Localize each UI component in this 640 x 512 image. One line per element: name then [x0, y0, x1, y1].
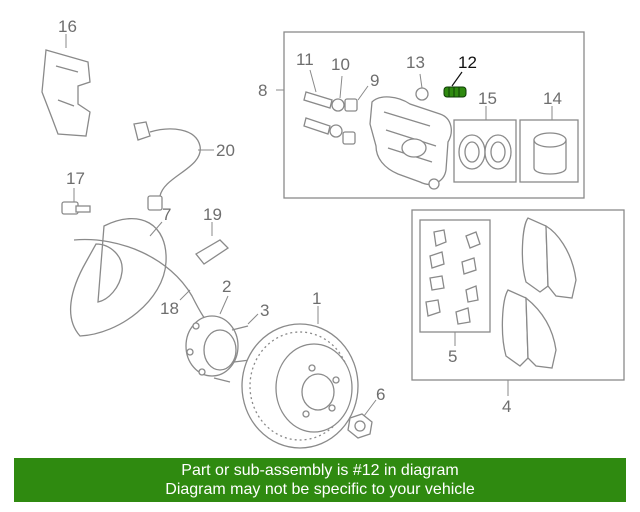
abs-sensor-20[interactable] [133, 121, 201, 211]
label-12[interactable]: 12 [458, 53, 477, 72]
hose-bracket-19[interactable] [195, 239, 230, 265]
hub-nut-6[interactable] [347, 413, 373, 439]
bleeder-screw-12[interactable] [443, 86, 467, 98]
label-17[interactable]: 17 [66, 169, 85, 188]
bolt-17[interactable] [61, 201, 91, 215]
label-13[interactable]: 13 [406, 53, 425, 72]
label-19[interactable]: 19 [203, 205, 222, 224]
label-9[interactable]: 9 [370, 71, 379, 90]
label-16[interactable]: 16 [58, 17, 77, 36]
brake-rotor-1[interactable] [241, 323, 359, 449]
banner-line-1: Part or sub-assembly is #12 in diagram [181, 462, 459, 479]
label-2[interactable]: 2 [222, 277, 231, 296]
label-6[interactable]: 6 [376, 385, 385, 404]
label-20[interactable]: 20 [216, 141, 235, 160]
dust-cap-13[interactable] [415, 87, 429, 101]
wheel-hub-2[interactable] [185, 315, 239, 377]
label-5[interactable]: 5 [448, 347, 457, 366]
label-15[interactable]: 15 [478, 89, 497, 108]
brake-pads-4[interactable] [501, 217, 577, 369]
label-18[interactable]: 18 [160, 299, 179, 318]
piston-14[interactable] [533, 132, 567, 175]
caliper-body[interactable] [369, 96, 452, 190]
piston-seals-15[interactable] [458, 134, 512, 170]
banner-line-2: Diagram may not be specific to your vehi… [165, 481, 475, 498]
label-8[interactable]: 8 [258, 81, 267, 100]
label-1[interactable]: 1 [312, 289, 321, 308]
guide-pin-11[interactable] [303, 91, 358, 145]
dust-shield-7[interactable] [69, 217, 167, 337]
label-11[interactable]: 11 [296, 50, 314, 69]
pad-hardware-clips-5[interactable] [425, 229, 481, 325]
label-7[interactable]: 7 [162, 205, 171, 224]
fitment-notice-banner: Part or sub-assembly is #12 in diagram D… [14, 458, 626, 502]
label-4[interactable]: 4 [502, 397, 511, 416]
caliper-bracket-16[interactable] [41, 49, 91, 137]
label-3[interactable]: 3 [260, 301, 269, 320]
label-14[interactable]: 14 [543, 89, 562, 108]
label-10[interactable]: 10 [331, 55, 350, 74]
